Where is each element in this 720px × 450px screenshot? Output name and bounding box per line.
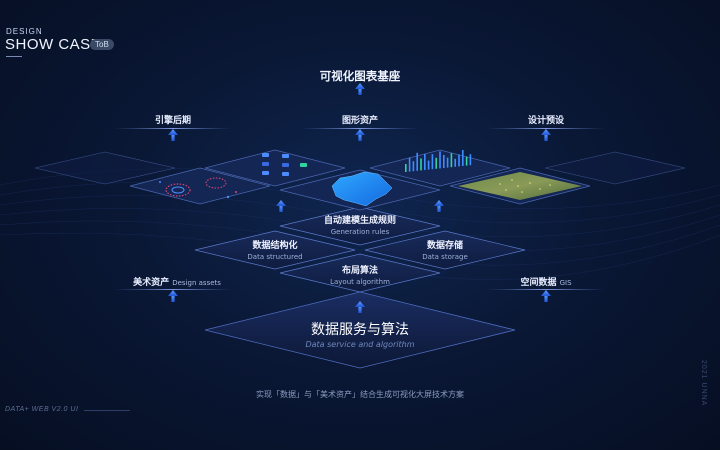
bar-mark [405, 164, 407, 172]
label-data-storage: 数据存储 Data storage [422, 241, 468, 262]
bar-mark [454, 158, 456, 167]
far-left-tile [34, 151, 176, 185]
footer-caption: 实现「数据」与「美术资产」结合生成可视化大屏技术方案 [256, 390, 464, 399]
layout-cn: 布局算法 [341, 266, 378, 276]
bar-mark [424, 154, 426, 170]
underline-gis [487, 289, 605, 290]
storage-tile [364, 230, 526, 270]
version-rule [84, 410, 130, 411]
rules-tile [279, 206, 441, 246]
arrow-up-icon [276, 200, 286, 212]
bar-mark [458, 154, 460, 167]
label-base: 数据服务与算法 Data service and algorithm [305, 322, 414, 350]
bar-mark [416, 152, 418, 171]
underline-graphics [301, 128, 419, 129]
layout-en: Layout algorithm [330, 278, 390, 286]
rings-tile [129, 167, 271, 205]
gis-points [499, 179, 551, 193]
label-layout-algorithm: 布局算法 Layout algorithm [330, 266, 390, 287]
design-assets-cn: 美术资产 [133, 278, 170, 288]
bar-mark [439, 151, 441, 169]
bar-mark [465, 156, 468, 166]
design-assets-en: Design assets [172, 279, 221, 287]
base-en: Data service and algorithm [305, 340, 415, 349]
arrow-up-icon [541, 290, 551, 302]
underline-preset [487, 128, 605, 129]
label-design-assets: 美术资产 Design assets [133, 275, 221, 288]
bar-chart-visual [405, 150, 472, 172]
label-generation-rules: 自动建模生成规则 Generation rules [324, 216, 396, 237]
brand-title: SHOW CASE [5, 36, 102, 53]
structured-tile [194, 230, 356, 270]
arrow-up-icon [168, 290, 178, 302]
label-graphics: 图形资产 [341, 116, 379, 126]
bar-mark [408, 157, 411, 172]
rules-en: Generation rules [330, 228, 390, 236]
bar-mark [435, 157, 437, 169]
icons-visual [262, 153, 307, 176]
brand-badge: ToB [90, 39, 114, 50]
version-label: DATA+ WEB V2.0 UI [5, 406, 79, 413]
base-tile [204, 291, 516, 369]
top-label: 可视化图表基座 [319, 69, 401, 83]
rings-visual [159, 177, 237, 199]
china-map-visual [331, 171, 393, 207]
bar-mark [450, 153, 453, 168]
underline-engine [114, 128, 232, 129]
layout-tile [279, 253, 441, 293]
bar-mark [446, 157, 449, 168]
side-vertical-text: 2021 UNNA [700, 360, 707, 407]
underline-design-assets [114, 289, 232, 290]
bar-mark [469, 154, 472, 166]
storage-cn: 数据存储 [426, 241, 463, 251]
gis-map-visual [458, 172, 582, 200]
label-preset: 设计预设 [527, 116, 565, 126]
brand-rule [6, 56, 22, 57]
arrow-up-icon [355, 129, 365, 141]
label-engine: 引擎后期 [154, 116, 192, 126]
arrow-up-icon [434, 200, 444, 212]
icons-tile [204, 149, 346, 187]
structured-cn: 数据结构化 [252, 241, 298, 251]
bar-mark [412, 161, 415, 172]
bar-mark [431, 154, 434, 170]
label-gis: 空间数据 GIS [520, 275, 571, 288]
brand-small: DESIGN [6, 27, 43, 36]
arrow-up-icon [355, 83, 365, 95]
gis-en: GIS [559, 279, 572, 287]
far-right-tile [544, 151, 686, 185]
arrow-up-icon [168, 129, 178, 141]
gis-cn: 空间数据 [520, 278, 557, 288]
base-cn: 数据服务与算法 [310, 322, 409, 338]
label-data-structured: 数据结构化 Data structured [247, 241, 302, 262]
arrow-up-icon [541, 129, 551, 141]
storage-en: Data storage [422, 253, 468, 261]
rules-cn: 自动建模生成规则 [323, 216, 397, 226]
bar-mark [443, 155, 445, 168]
bar-mark [427, 160, 430, 170]
bar-mark [420, 158, 422, 171]
bar-mark [462, 150, 464, 166]
structured-en: Data structured [247, 253, 303, 261]
